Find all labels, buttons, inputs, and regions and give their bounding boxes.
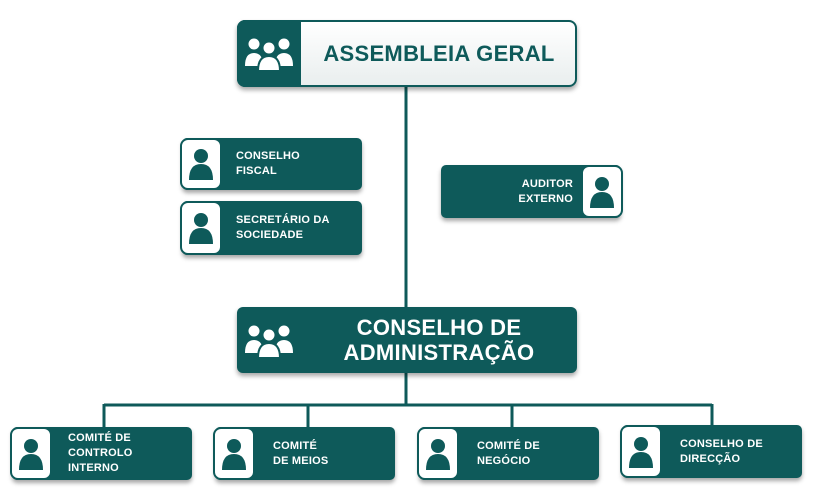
- person-icon: [180, 201, 222, 255]
- assembleia-geral-box: ASSEMBLEIA GERAL: [237, 20, 577, 87]
- title-line: CONSELHO DE: [356, 315, 522, 340]
- card-label-line: INTERNO: [68, 462, 119, 474]
- card-label-line: DE MEIOS: [273, 454, 329, 467]
- card-label-line: COMITÉ DE: [477, 439, 540, 452]
- comite-controlo-interno-card: COMITÉ DE CONTROLO INTERNO: [10, 427, 192, 480]
- comite-meios-card: COMITÉ DE MEIOS: [213, 427, 395, 480]
- auditor-externo-card: AUDITOR EXTERNO: [441, 165, 623, 218]
- card-label-line: CONTROLO: [68, 447, 133, 459]
- person-icon: [417, 427, 459, 480]
- card-label-line: AUDITOR: [521, 177, 573, 190]
- card-label-line: DIRECÇÃO: [680, 452, 741, 465]
- people-group-icon: [237, 307, 301, 373]
- person-icon: [180, 138, 222, 190]
- person-icon: [581, 165, 623, 218]
- people-group-icon: [237, 20, 301, 87]
- person-icon: [620, 425, 662, 478]
- conselho-fiscal-card: CONSELHO FISCAL: [180, 138, 362, 190]
- card-label-line: SOCIEDADE: [236, 229, 304, 241]
- card-label-line: EXTERNO: [518, 192, 573, 205]
- person-icon: [213, 427, 255, 480]
- comite-negocio-card: COMITÉ DE NEGÓCIO: [417, 427, 599, 480]
- card-label-line: COMITÉ: [273, 439, 317, 452]
- person-icon: [10, 427, 52, 480]
- card-label-line: CONSELHO: [236, 150, 300, 162]
- card-label-line: NEGÓCIO: [477, 454, 531, 467]
- card-label-line: SECRETÁRIO DA: [236, 214, 330, 226]
- conselho-direccao-card: CONSELHO DE DIRECÇÃO: [620, 425, 802, 478]
- card-label-line: FISCAL: [236, 165, 277, 177]
- card-label-line: CONSELHO DE: [680, 437, 763, 450]
- title-line: ADMINISTRAÇÃO: [343, 340, 535, 365]
- secretario-sociedade-card: SECRETÁRIO DA SOCIEDADE: [180, 201, 362, 255]
- assembleia-geral-title: ASSEMBLEIA GERAL: [323, 40, 555, 66]
- card-label-line: COMITÉ DE: [68, 432, 131, 444]
